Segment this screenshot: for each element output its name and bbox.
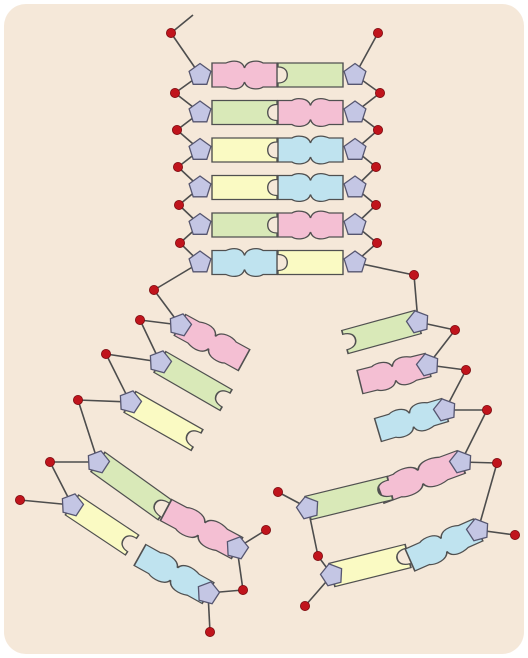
phosphate-group [170, 88, 179, 97]
base-green [212, 213, 277, 237]
base-green [278, 63, 343, 87]
phosphate-group [173, 162, 182, 171]
phosphate-group [15, 495, 24, 504]
phosphate-group [273, 487, 282, 496]
base-yellow [212, 176, 277, 200]
phosphate-group [371, 200, 380, 209]
phosphate-group [373, 28, 382, 37]
phosphate-group [373, 125, 382, 134]
phosphate-group [409, 270, 418, 279]
phosphate-group [175, 238, 184, 247]
base-yellow [212, 138, 277, 162]
base-green [212, 101, 277, 125]
phosphate-group [45, 457, 54, 466]
phosphate-group [205, 627, 214, 636]
phosphate-group [375, 88, 384, 97]
phosphate-group [101, 349, 110, 358]
base-yellow [278, 251, 343, 275]
phosphate-group [300, 601, 309, 610]
phosphate-group [461, 365, 470, 374]
phosphate-group [492, 458, 501, 467]
phosphate-group [166, 28, 175, 37]
phosphate-group [450, 325, 459, 334]
phosphate-group [372, 238, 381, 247]
phosphate-group [510, 530, 519, 539]
phosphate-group [371, 162, 380, 171]
phosphate-group [149, 285, 158, 294]
phosphate-group [73, 395, 82, 404]
phosphate-group [135, 315, 144, 324]
phosphate-group [482, 405, 491, 414]
phosphate-group [313, 551, 322, 560]
phosphate-group [261, 525, 270, 534]
phosphate-group [174, 200, 183, 209]
phosphate-group [238, 585, 247, 594]
phosphate-group [172, 125, 181, 134]
